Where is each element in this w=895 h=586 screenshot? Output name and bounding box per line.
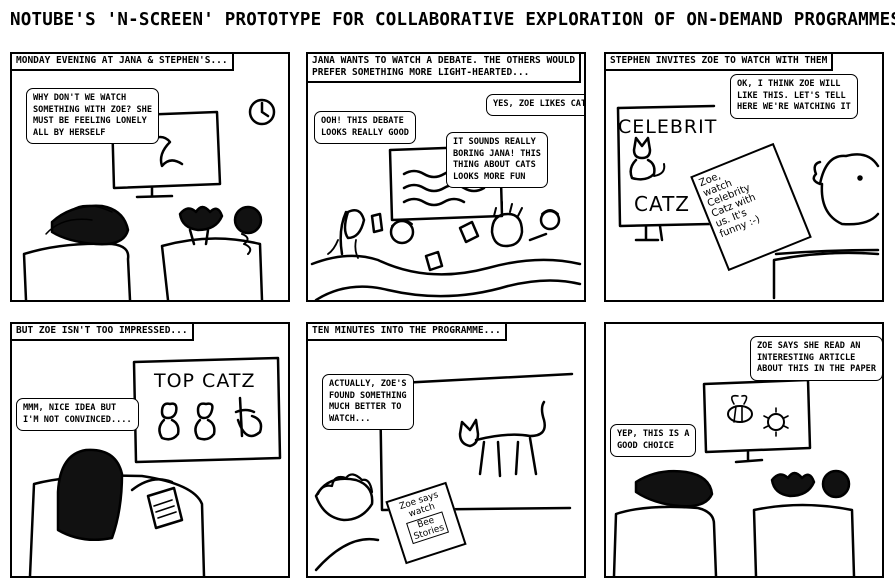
panel-4: BUT ZOE ISN'T TOO IMPRESSED... TOP CATZ … <box>10 322 290 578</box>
panel-2: JANA WANTS TO WATCH A DEBATE. THE OTHERS… <box>306 52 586 302</box>
speech-bubble: MMM, NICE IDEA BUT I'M NOT CONVINCED.... <box>16 398 139 431</box>
comic-title: NOTUBE'S 'N-SCREEN' PROTOTYPE FOR COLLAB… <box>10 10 895 30</box>
panel-caption: BUT ZOE ISN'T TOO IMPRESSED... <box>12 324 194 341</box>
speech-bubble: OK, I THINK ZOE WILL LIKE THIS. LET'S TE… <box>730 74 858 119</box>
panel-5: TEN MINUTES INTO THE PROGRAMME... Zoe sa… <box>306 322 586 578</box>
panel-6: ZOE SAYS SHE READ AN INTERESTING ARTICLE… <box>604 322 884 578</box>
panel-drawing <box>616 104 880 300</box>
speech-bubble: ACTUALLY, ZOE'S FOUND SOMETHING MUCH BET… <box>322 374 414 430</box>
panel-drawing <box>612 378 856 576</box>
speech-bubble: ZOE SAYS SHE READ AN INTERESTING ARTICLE… <box>750 336 882 381</box>
speech-bubble: WHY DON'T WE WATCH SOMETHING WITH ZOE? S… <box>26 88 159 144</box>
panel-caption: STEPHEN INVITES ZOE TO WATCH WITH THEM <box>606 54 834 71</box>
panel-3: STEPHEN INVITES ZOE TO WATCH WITH THEM C… <box>604 52 884 302</box>
panel-caption: MONDAY EVENING AT JANA & STEPHEN'S... <box>12 54 234 71</box>
panel-drawing <box>22 98 276 300</box>
tv-screen-text: CELEBRIT <box>618 116 718 138</box>
speech-bubble: YEP, THIS IS A GOOD CHOICE <box>610 424 697 457</box>
panel-caption: TEN MINUTES INTO THE PROGRAMME... <box>308 324 507 341</box>
speech-bubble: OOH! THIS DEBATE LOOKS REALLY GOOD <box>314 111 416 144</box>
speech-bubble: YES, ZOE LIKES CATS <box>486 94 584 116</box>
tv-screen-text: TOP CATZ <box>154 370 256 392</box>
panel-drawing <box>28 356 282 576</box>
speech-bubble: IT SOUNDS REALLY BORING JANA! THIS THING… <box>446 132 548 188</box>
tv-screen-text: CATZ <box>634 192 691 216</box>
panel-caption: JANA WANTS TO WATCH A DEBATE. THE OTHERS… <box>308 54 582 83</box>
panel-1: MONDAY EVENING AT JANA & STEPHEN'S... WH… <box>10 52 290 302</box>
